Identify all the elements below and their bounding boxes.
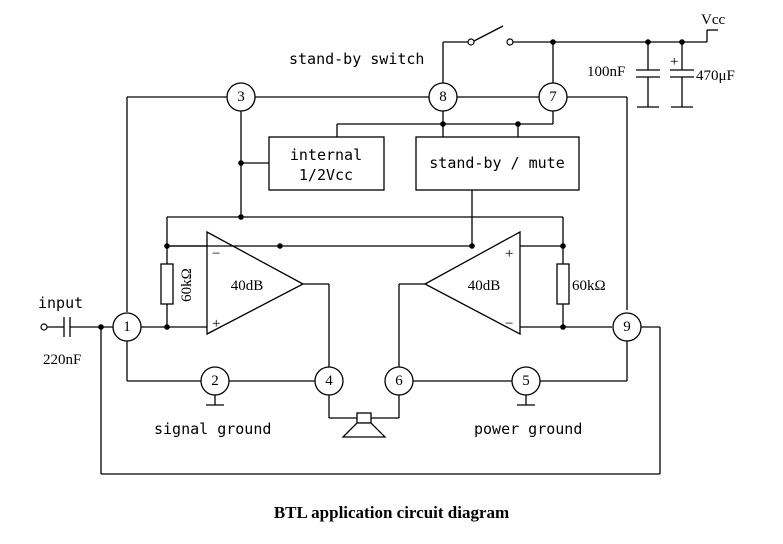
internal-half-vcc-block: [268, 136, 385, 191]
cap-100nf-label: 100nF: [587, 64, 625, 80]
pin-6: 6: [384, 366, 414, 396]
pin-4: 4: [314, 366, 344, 396]
internal-half-vcc-line2: 1/2Vcc: [299, 166, 353, 184]
resistor-left-label: 60kΩ: [179, 268, 195, 302]
diagram-caption: BTL application circuit diagram: [273, 503, 510, 522]
pin-6-label: 6: [395, 373, 403, 389]
input-section: [40, 317, 113, 337]
vcc-label: Vcc: [701, 12, 725, 28]
left-amp-gain: 40dB: [231, 278, 264, 294]
pin-4-label: 4: [325, 373, 333, 389]
pin-5-label: 5: [522, 373, 530, 389]
input-cap-label: 220nF: [43, 352, 81, 368]
signal-ground-label: signal ground: [154, 420, 271, 438]
cap-470uf-polarity: +: [670, 54, 678, 70]
pin-2: 2: [200, 366, 230, 396]
left-amp-plus: +: [212, 316, 220, 332]
right-amplifier: [423, 230, 521, 336]
standby-switch-lever: [473, 25, 504, 42]
input-terminal: [40, 323, 48, 331]
pin-7: 7: [538, 82, 568, 112]
pin-8: 8: [428, 82, 458, 112]
block-wiring: [167, 111, 563, 248]
pin-7-label: 7: [549, 89, 557, 105]
pin-5: 5: [511, 366, 541, 396]
pin-3: 3: [226, 82, 256, 112]
input-label: input: [38, 294, 83, 312]
switch-contact-right: [506, 38, 514, 46]
right-amp-plus: +: [505, 246, 513, 262]
top-wiring: [126, 25, 718, 312]
standby-mute-label: stand-by / mute: [429, 154, 564, 172]
right-amp-minus: −: [505, 316, 513, 332]
left-amp-minus: −: [212, 246, 220, 262]
pin-8-label: 8: [439, 89, 447, 105]
resistor-right-label: 60kΩ: [572, 278, 606, 294]
internal-half-vcc-line1: internal: [290, 146, 362, 164]
standby-switch-label: stand-by switch: [289, 50, 424, 68]
pin-9-label: 9: [623, 319, 631, 335]
left-feedback: [141, 217, 475, 368]
bottom-wiring: [100, 326, 661, 475]
resistor-right: [556, 263, 570, 305]
power-ground-label: power ground: [474, 420, 582, 438]
left-amplifier: [206, 230, 305, 336]
pin-1: 1: [112, 312, 142, 342]
switch-contact-left: [467, 38, 475, 46]
pin-3-label: 3: [237, 89, 245, 105]
speaker-icon: [341, 412, 387, 438]
right-amp-gain: 40dB: [468, 278, 501, 294]
cap-470uf-label: 470μF: [696, 68, 735, 84]
pin-9: 9: [612, 312, 642, 342]
pin-2-label: 2: [211, 373, 219, 389]
standby-mute-block: [415, 136, 580, 191]
resistor-left: [160, 263, 174, 305]
pin-1-label: 1: [123, 319, 131, 335]
right-feedback: [398, 217, 612, 368]
junction-dot: [550, 39, 556, 45]
